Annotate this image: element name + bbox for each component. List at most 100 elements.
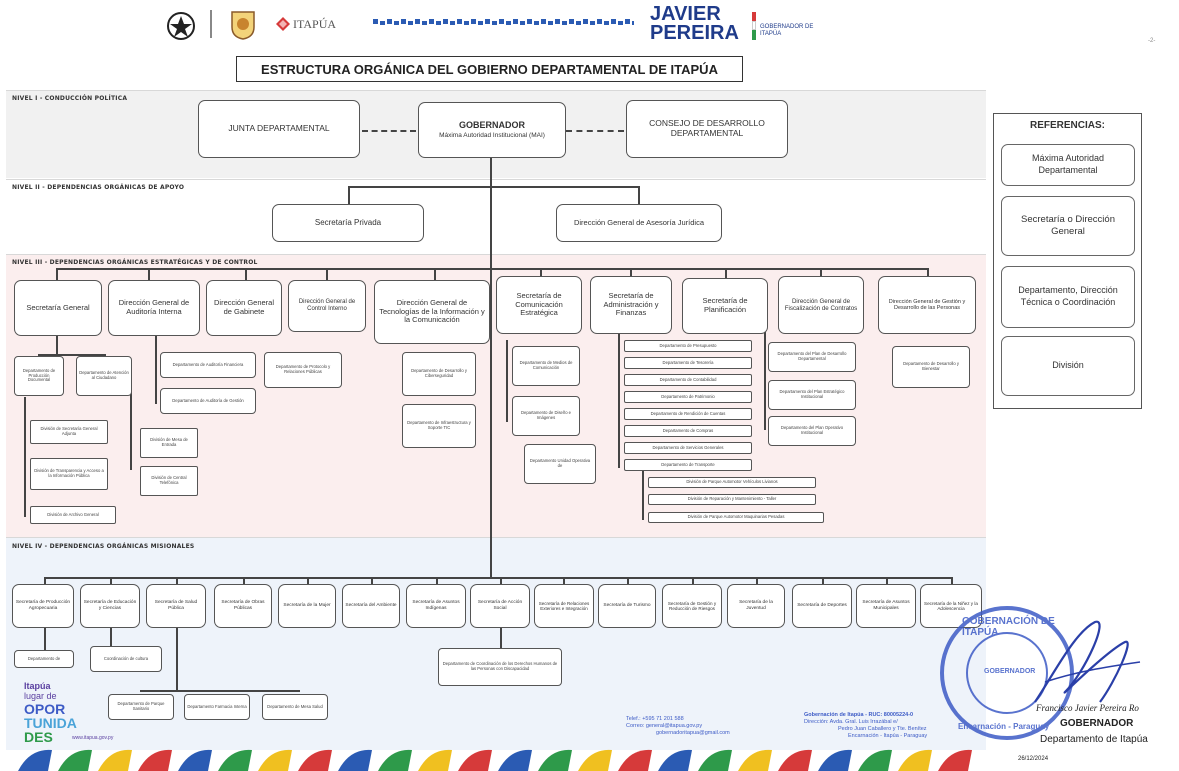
adm-dep-3: Departamento de Contabilidad: [624, 374, 752, 386]
itapua-diamond-icon: [276, 17, 290, 31]
n4-unit-ambiente: Secretaría del Ambiente: [342, 584, 400, 628]
nivel4-bar: [44, 577, 952, 579]
n4-drop-2: [110, 577, 112, 585]
prod-dep: Departamento de: [14, 650, 74, 668]
n4-unit-indigenas: Secretaría de Asuntos Indígenas: [406, 584, 466, 628]
consejo-desarrollo-box: CONSEJO DE DESARROLLO DEPARTAMENTAL: [626, 100, 788, 158]
correo-text: Correo: general@itapua.gov.py: [626, 723, 703, 729]
n3-drop-3: [245, 268, 247, 282]
com-dep-diseno: Departamento de Diseño e Imágenes: [512, 396, 580, 436]
secretaria-privada-box: Secretaría Privada: [272, 204, 424, 242]
signer-name: Francisco Javier Pereira Ro: [1036, 703, 1139, 713]
gobernador-subtitle: Máxima Autoridad Institucional (MAI): [439, 132, 545, 140]
fis-dep-2: Departamento del Plan Estratégico Instit…: [768, 380, 856, 410]
footer-wave-shape: [258, 749, 292, 771]
footer-wave-shape: [298, 749, 332, 771]
n3-unit-gabinete: Dirección General de Gabinete: [206, 280, 282, 336]
ref-item-division: División: [1001, 336, 1135, 396]
footer-wave-shape: [658, 749, 692, 771]
signature-icon: [1034, 620, 1141, 703]
gob-line-1: Gobernación de Itapúa - RUC: 80005224-0: [804, 712, 914, 718]
sg-div-adjunta: División de Secretaría General Adjunta: [30, 420, 108, 444]
n4-unit-accion-social: Secretaría de Acción Social: [470, 584, 530, 628]
sg-branch: [38, 354, 106, 356]
gob-line-4: Encarnación - Itapúa - Paraguay: [848, 733, 928, 739]
footer-wave-shape: [458, 749, 492, 771]
footer-wave-shape: [418, 749, 452, 771]
n3-unit-gestion-personas: Dirección General de Gestión y Desarroll…: [878, 276, 976, 334]
prod-down: [44, 628, 46, 650]
signer-department: Departamento de Itapúa: [1040, 734, 1148, 745]
footer-wave-shape: [938, 749, 972, 771]
page-title: ESTRUCTURA ORGÁNICA DEL GOBIERNO DEPARTA…: [236, 56, 743, 82]
n3-drop-2: [148, 268, 150, 282]
n4-drop-5: [307, 577, 309, 585]
band-nivel-2: [6, 179, 986, 254]
n3-unit-fiscalizacion: Dirección General de Fiscalización de Co…: [778, 276, 864, 334]
n4-drop-11: [692, 577, 694, 585]
sg-dep-atencion: Departamento de Atención al Ciudadano: [76, 356, 132, 396]
slogan-line-3: OPOR: [24, 701, 66, 717]
n4-unit-juventud: Secretaría de la Juventud: [727, 584, 785, 628]
gob-line-3: Pedro Juan Caballero y Tte. Benítez: [838, 726, 927, 732]
sg-down: [56, 336, 58, 354]
uoc-dep: Departamento Unidad Operativa de: [524, 444, 596, 484]
itapua-coat-icon: [231, 11, 255, 40]
sg-left-spine: [24, 397, 26, 517]
header-divider: [210, 10, 212, 38]
tic-dep-infraestructura: Departamento de Infraestructura y Soport…: [402, 404, 476, 448]
footer-wave-shape: [698, 749, 732, 771]
references-title: REFERENCIAS:: [1029, 120, 1105, 131]
salud-down: [176, 628, 178, 690]
gobernador-logo-text: GOBERNADOR DE ITAPÚA: [760, 24, 814, 37]
javier-pereira-logo: JAVIER PEREIRA: [650, 3, 739, 44]
level-label-1: NIVEL I - CONDUCCIÓN POLÍTICA: [12, 95, 128, 102]
sg-right-spine: [130, 370, 132, 470]
n3-unit-control-interno: Dirección General de Control Interno: [288, 280, 366, 332]
n4-drop-7: [436, 577, 438, 585]
n4-unit-turismo: Secretaría de Turismo: [598, 584, 656, 628]
salud-branch: [140, 690, 300, 692]
itapua-logo-text: ITAPÚA: [293, 17, 337, 31]
flag-stripe-icon: [752, 12, 756, 40]
aud-dep-gestion: Departamento de Auditoría de Gestión: [160, 388, 256, 414]
adm-div-1: División de Parque Automotor Vehículos L…: [648, 477, 816, 488]
adm-dep-6: Departamento de Compras: [624, 425, 752, 437]
main-trunk-line: [490, 158, 492, 578]
signature-date: 26/12/2024: [1018, 756, 1049, 762]
ges-dep-desarrollo: Departamento de Desarrollo y Bienestar: [892, 346, 970, 388]
n3-unit-planificacion: Secretaría de Planificación: [682, 278, 768, 334]
n3-drop-9: [820, 268, 822, 278]
slogan-line-4: TUNIDA: [24, 715, 77, 731]
ref-item-mai: Máxima Autoridad Departamental: [1001, 144, 1135, 186]
accion-down: [500, 628, 502, 648]
adm-dep-5: Departamento de Rendición de Cuentas: [624, 408, 752, 420]
n3-drop-10: [927, 268, 929, 278]
sg-div-central-telefonica: División de Central Telefónica: [140, 466, 198, 496]
footer-wave-shape: [338, 749, 372, 771]
sg-div-transparencia: División de Transparencia y Acceso a la …: [30, 458, 108, 490]
tel-text: Telef.: +595 71 201 588: [626, 716, 684, 722]
nivel2-drop-left: [348, 186, 350, 206]
n4-drop-6: [371, 577, 373, 585]
nivel3-bar: [56, 268, 928, 270]
accion-dep-discapacidad: Departamento de Coordinación de los Dere…: [438, 648, 562, 686]
n4-unit-deportes: Secretaría de Deportes: [792, 584, 852, 628]
adm-dep-4: Departamento de Patrimonio: [624, 391, 752, 403]
footer-wave-shape: [178, 749, 212, 771]
n3-unit-secretaria-general: Secretaría General: [14, 280, 102, 336]
footer-wave-shape: [498, 749, 532, 771]
level-label-4: NIVEL IV - DEPENDENCIAS ORGÁNICAS MISION…: [12, 543, 195, 550]
footer-wave-shape: [578, 749, 612, 771]
com-dep-medios: Departamento de Medios de Comunicación: [512, 346, 580, 386]
n3-unit-comunicacion: Secretaría de Comunicación Estratégica: [496, 276, 582, 334]
n4-drop-8: [500, 577, 502, 585]
decorative-pattern-icon: [372, 16, 634, 28]
edu-coord-cultura: Coordinación de cultura: [90, 646, 162, 672]
n4-unit-salud: Secretaría de Salud Pública: [146, 584, 206, 628]
slogan-line-2: lugar de: [24, 691, 57, 701]
fis-spine: [764, 330, 766, 430]
signer-role: GOBERNADOR: [1060, 718, 1134, 729]
n4-drop-15: [951, 577, 953, 585]
n4-unit-obras: Secretaría de Obras Públicas: [214, 584, 272, 628]
